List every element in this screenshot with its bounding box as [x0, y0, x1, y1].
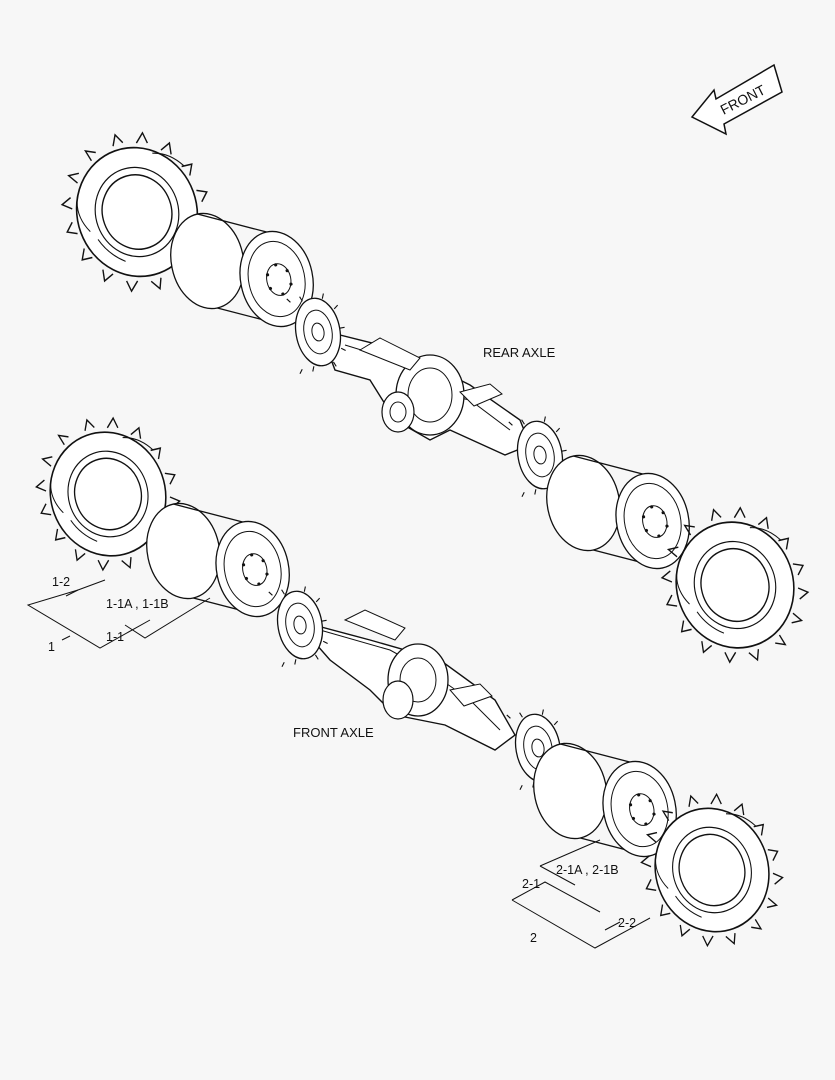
callout-2-1: 2-1 [522, 877, 541, 891]
rear-axle-housing[interactable] [318, 328, 531, 456]
right-callout-leaders [511, 839, 651, 949]
front-axle-label: FRONT AXLE [293, 725, 374, 740]
callout-2-1A-2-1B: 2-1A , 2-1B [556, 863, 619, 877]
rear-axle-label: REAR AXLE [483, 345, 556, 360]
left-callout-leaders [26, 579, 211, 649]
callout-2: 2 [530, 931, 537, 945]
front-direction-arrow: FRONT [690, 63, 783, 136]
callout-1-2: 1-2 [52, 575, 71, 589]
callout-1: 1 [48, 640, 55, 654]
callout-1-1A-1-1B: 1-1A , 1-1B [106, 597, 169, 611]
front-axle-housing[interactable] [292, 609, 516, 751]
callout-2-2: 2-2 [618, 916, 637, 930]
callout-1-1: 1-1 [106, 630, 125, 644]
